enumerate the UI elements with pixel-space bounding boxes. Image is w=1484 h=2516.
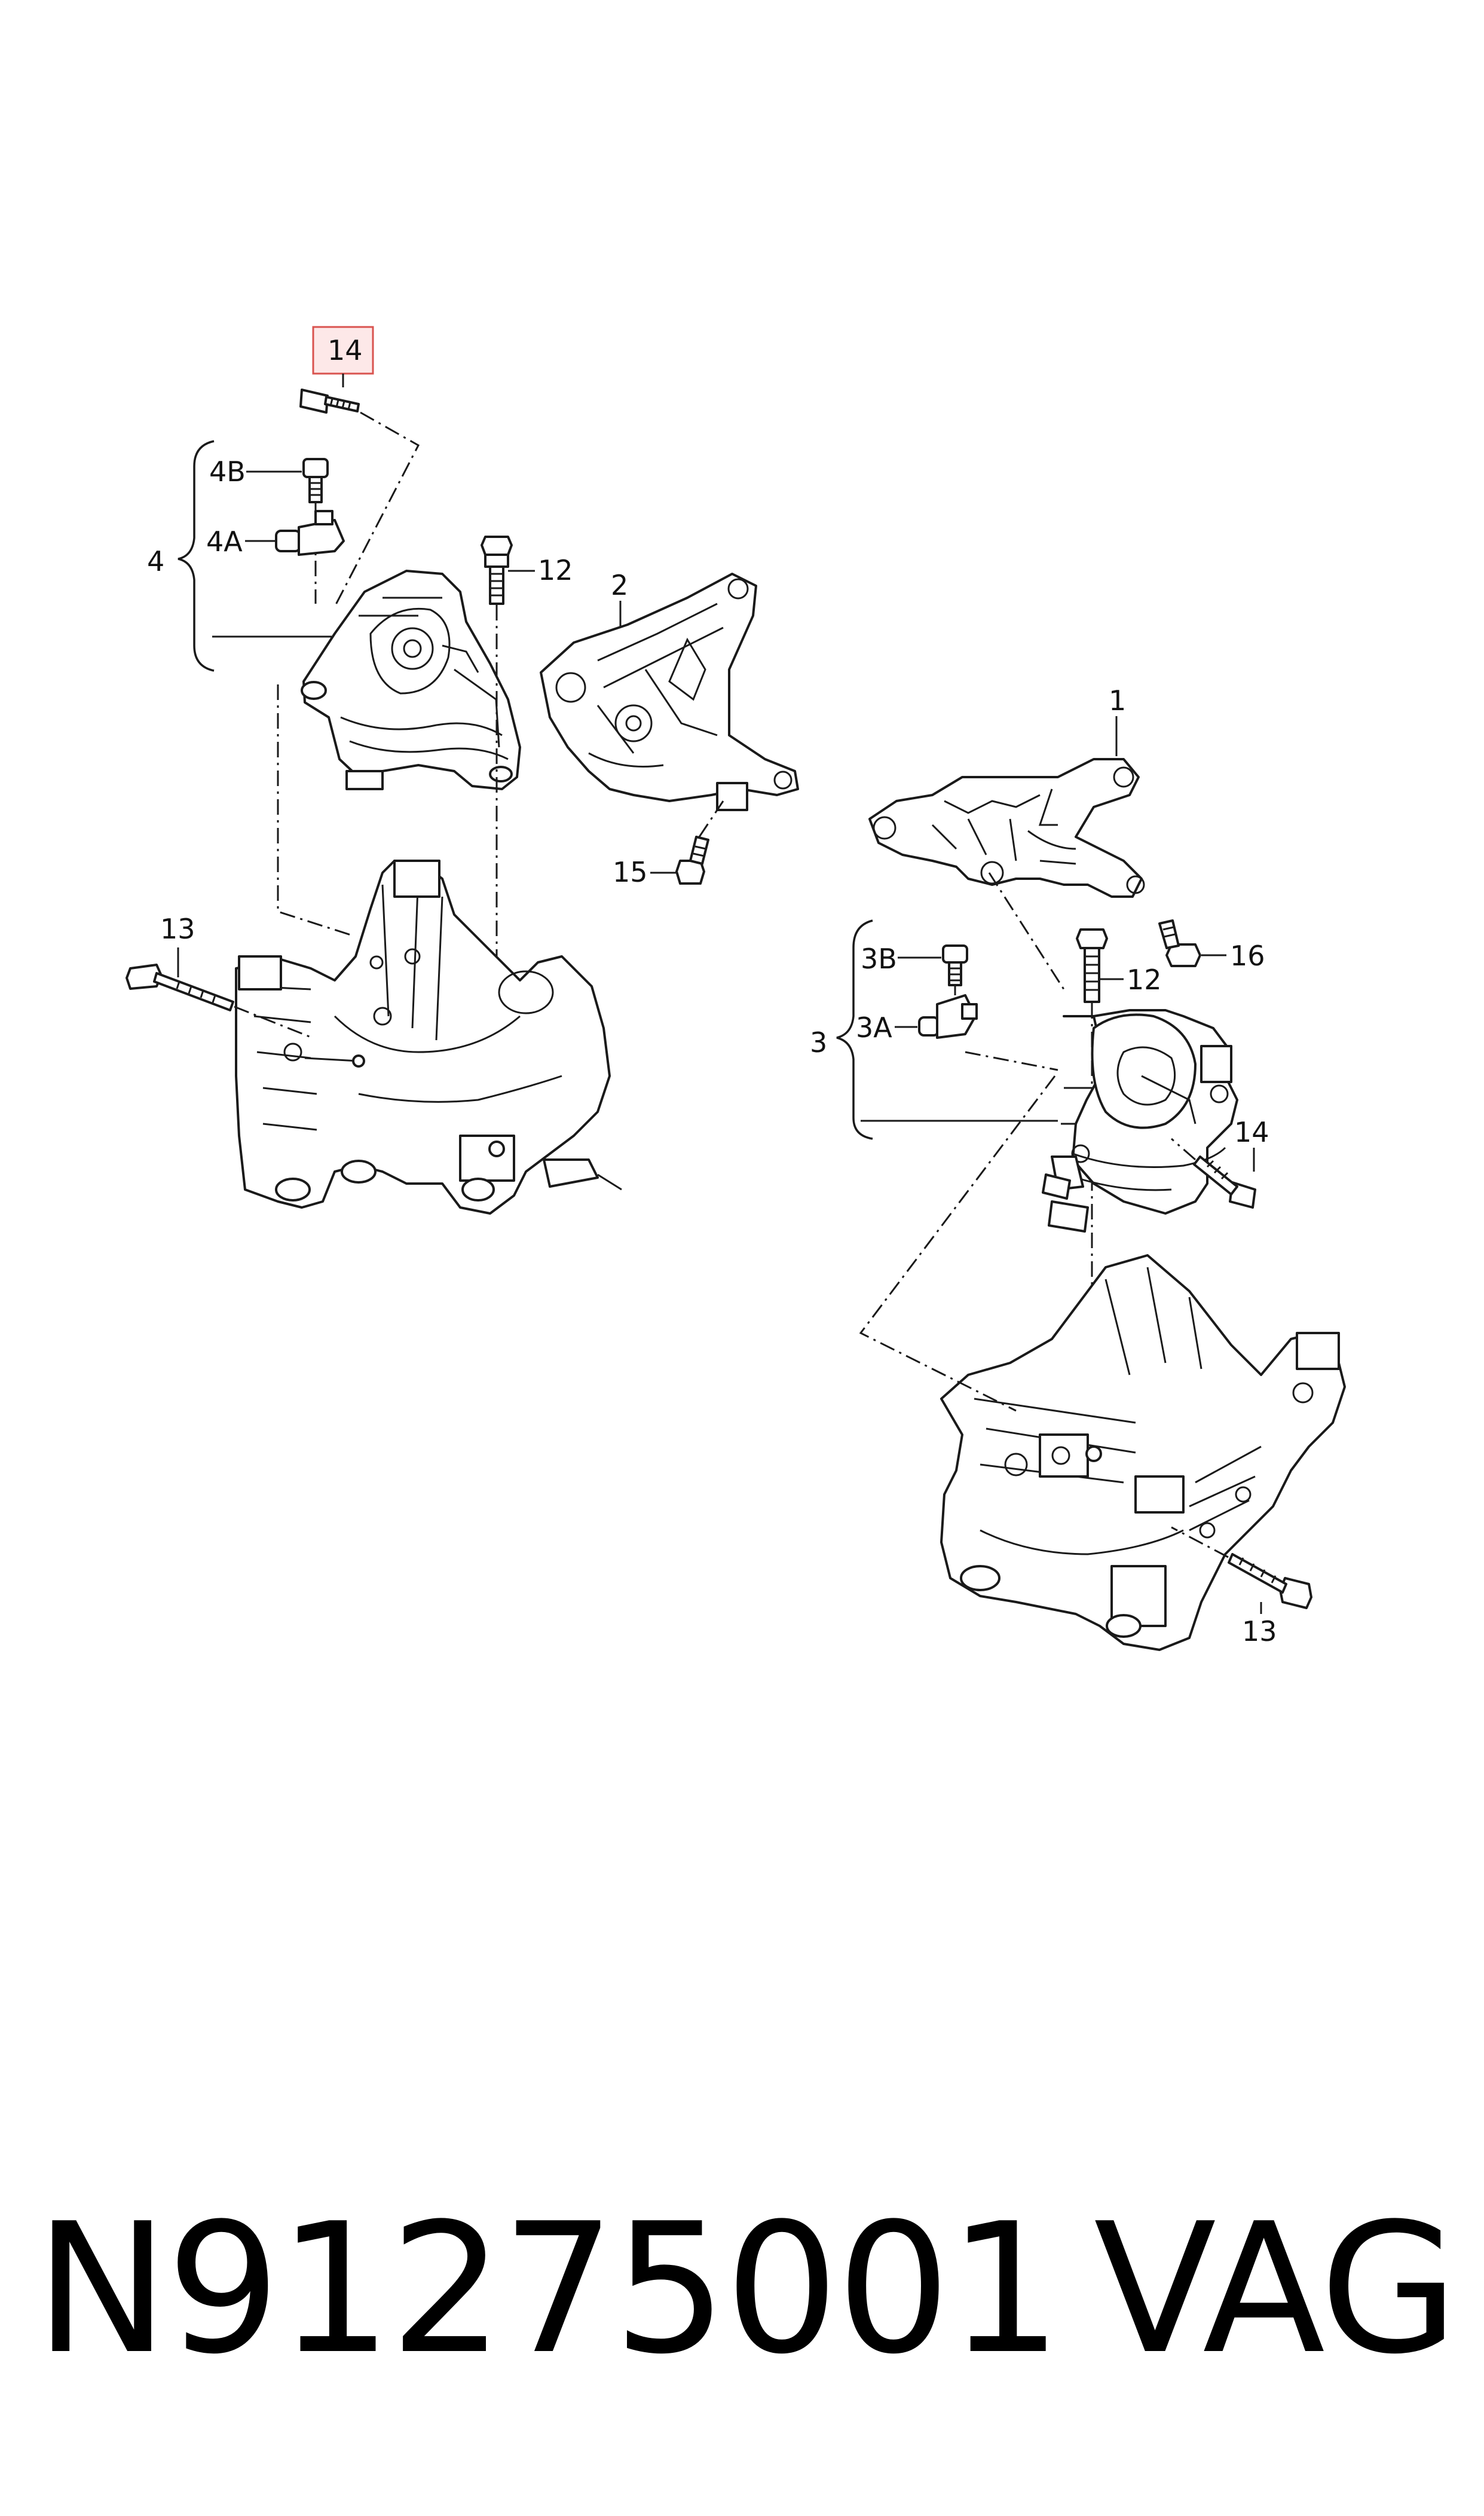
callout-14-right: 14 xyxy=(1234,1116,1269,1172)
callout-2: 2 xyxy=(611,569,628,628)
bolt-14-right xyxy=(1193,1155,1256,1209)
svg-text:3: 3 xyxy=(810,1026,827,1059)
brand-name: VAG xyxy=(1094,2185,1458,2393)
svg-text:12: 12 xyxy=(538,554,573,586)
callout-14-highlighted[interactable]: 14 xyxy=(312,326,374,387)
brace-3: 3 xyxy=(810,919,1058,1140)
callout-3A: 3A xyxy=(856,1011,917,1044)
callout-16: 16 xyxy=(1201,940,1265,972)
bolt-13-right xyxy=(1228,1553,1312,1609)
callout-15: 15 xyxy=(613,856,678,888)
brace-4: 4 xyxy=(147,440,332,672)
bolt-13-left xyxy=(126,964,234,1011)
bolt-14-top xyxy=(299,389,360,414)
bracket-2 xyxy=(540,573,799,811)
bolt-12-left xyxy=(481,536,513,605)
callout-12-right: 12 xyxy=(1100,964,1162,996)
footer-caption: N91275001 VAG xyxy=(0,2176,1484,2403)
svg-text:14: 14 xyxy=(328,334,363,366)
callout-4B: 4B xyxy=(209,455,302,488)
bracket-1 xyxy=(868,758,1145,898)
screw-4B xyxy=(302,458,329,503)
bolt-16 xyxy=(1158,919,1201,967)
sensor-4A xyxy=(275,510,345,556)
engine-mount-right xyxy=(1042,1009,1238,1233)
subframe-left xyxy=(235,860,622,1215)
svg-text:3B: 3B xyxy=(861,943,897,975)
subframe-right xyxy=(940,1254,1346,1651)
callout-13-right: 13 xyxy=(1242,1602,1277,1647)
callout-3B: 3B xyxy=(861,943,941,975)
screw-3B xyxy=(942,944,968,986)
svg-text:1: 1 xyxy=(1109,684,1126,717)
engine-mount-left xyxy=(301,570,521,790)
svg-text:13: 13 xyxy=(160,913,195,945)
svg-text:13: 13 xyxy=(1242,1615,1277,1647)
svg-text:4B: 4B xyxy=(209,455,246,488)
svg-text:16: 16 xyxy=(1230,940,1265,972)
callout-4A: 4A xyxy=(206,525,275,558)
svg-text:15: 15 xyxy=(613,856,648,888)
callout-1: 1 xyxy=(1109,684,1126,756)
svg-text:4A: 4A xyxy=(206,525,243,558)
bolt-15 xyxy=(675,836,709,885)
svg-text:4: 4 xyxy=(147,545,164,577)
callout-13-left: 13 xyxy=(160,913,195,977)
sensor-3A xyxy=(918,994,978,1039)
callout-12-left: 12 xyxy=(508,554,573,586)
svg-text:3A: 3A xyxy=(856,1011,892,1044)
svg-text:12: 12 xyxy=(1127,964,1162,996)
svg-text:14: 14 xyxy=(1234,1116,1269,1148)
bolt-12-right xyxy=(1076,928,1108,1003)
svg-text:2: 2 xyxy=(611,569,628,601)
part-number: N91275001 xyxy=(35,2185,1062,2393)
